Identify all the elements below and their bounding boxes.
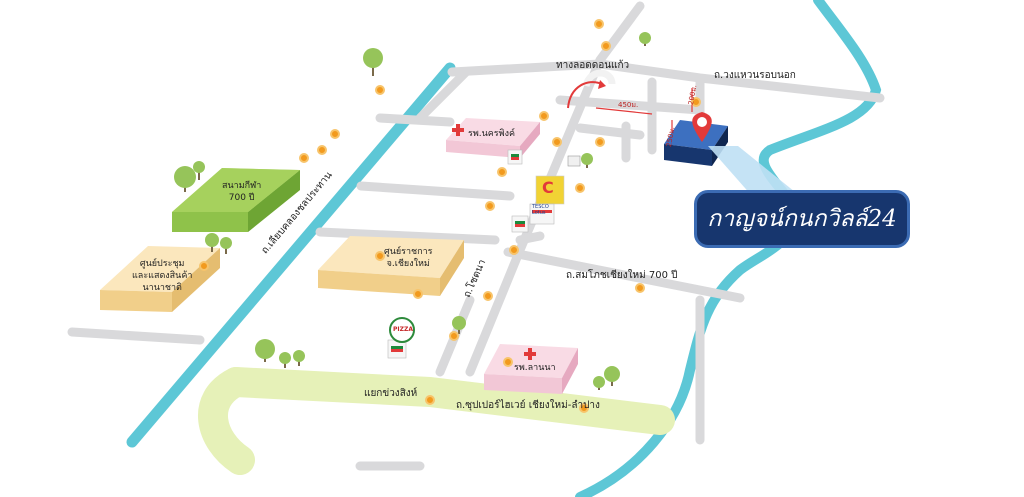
buildings: [100, 118, 800, 394]
label-underpass: ทางลอดดอนแก้ว: [556, 60, 630, 71]
poi-dot-icon: [199, 19, 745, 413]
roads: [67, 1, 885, 471]
lanna-block: [484, 344, 578, 378]
convention-block: [100, 246, 220, 292]
label-nakornping-hospital: รพ.นครพิงค์: [468, 129, 515, 139]
label-lanna-hospital: รพ.ลานนา: [514, 363, 556, 373]
label-store-big-c: C: [542, 178, 554, 197]
callout-connector: [708, 146, 800, 196]
u-turn-arrowhead: [598, 80, 606, 89]
label-sombot-road: ถ.สมโภชเชียงใหม่ 700 ปี: [566, 270, 678, 281]
hospital-cross-icon: [452, 124, 536, 360]
store-tesco-sign: [529, 203, 555, 225]
label-store-pizza: PIZZA: [393, 326, 413, 333]
government-block: [318, 236, 464, 278]
canal-left: [126, 62, 456, 448]
project-name: กาญจน์กนกวิลล์24: [707, 206, 897, 232]
label-maekhao-junction: แยกข่วงสิงห์: [364, 388, 418, 399]
project-block: [664, 120, 728, 150]
tree-icon: [174, 32, 651, 390]
label-outer-ring-road: ถ.วงแหวนรอบนอก: [714, 70, 796, 81]
store-signs: [387, 149, 581, 359]
project-callout: กาญจน์กนกวิลล์24: [694, 190, 910, 248]
location-pin-icon: [692, 112, 712, 142]
label-dist-450: 450ม.: [618, 101, 639, 109]
label-convention-center: ศูนย์ประชุม และแสดงสินค้า นานาชาติ: [132, 259, 193, 293]
label-superhighway: ถ.ซุปเปอร์ไฮเวย์ เชียงใหม่-ลำปาง: [456, 400, 600, 411]
u-turn-arrow-red: [567, 81, 603, 109]
nakornping-block: [446, 118, 540, 146]
store-big-c-sign: [535, 175, 565, 205]
label-government-center: ศูนย์ราชการ จ.เชียงใหม่: [384, 247, 433, 269]
superhighway-curve: [198, 367, 255, 475]
label-stadium: สนามกีฬา 700 ปี: [222, 181, 262, 203]
label-store-tesco: TESCO Lotus: [532, 204, 549, 216]
u-turn-arrow-icon: [582, 69, 616, 88]
store-pizza-sign: [389, 317, 415, 343]
